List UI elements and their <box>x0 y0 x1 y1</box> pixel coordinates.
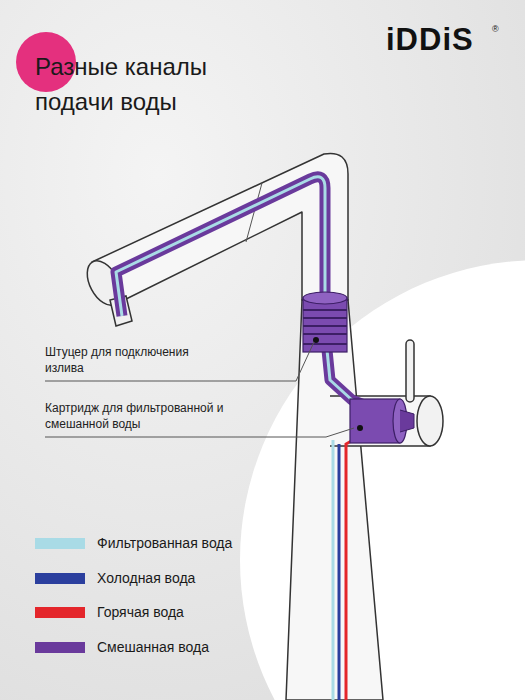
handle-cap <box>417 396 443 446</box>
hot-channel <box>346 436 360 700</box>
fitting-ring <box>303 333 347 335</box>
fitting-rings <box>303 310 347 344</box>
legend-swatch <box>35 573 85 584</box>
fitting <box>303 298 347 352</box>
legend-label: Фильтрованная вода <box>97 535 232 551</box>
legend-swatch <box>35 538 85 549</box>
brand-logo: iDDiS <box>386 22 474 58</box>
fitting-ring <box>303 343 347 345</box>
registered-mark: ® <box>492 24 499 34</box>
legend-label: Горячая вода <box>97 604 184 620</box>
filtered-spout-channel <box>116 177 392 416</box>
faucet-body <box>286 300 383 700</box>
fitting-ring <box>303 325 347 327</box>
legend-label: Смешанная вода <box>97 639 209 655</box>
filtered-channel <box>332 440 335 700</box>
legend-label: Холодная вода <box>97 570 195 586</box>
cartridge-stem <box>400 410 414 432</box>
lever <box>406 340 414 402</box>
callout-label: Штуцер для подключения излива <box>45 344 195 376</box>
handle-body <box>330 396 430 446</box>
fitting-top <box>303 292 347 304</box>
cartridge-dot <box>357 425 363 431</box>
legend-swatch <box>35 607 85 618</box>
fitting-ring <box>303 317 347 319</box>
callout-label: Картридж для фильтрованной и смешанной в… <box>45 400 230 432</box>
cold-channel <box>338 444 341 700</box>
fitting-ring <box>303 309 347 311</box>
mixed-channel <box>116 177 392 416</box>
sink-bowl <box>240 260 525 700</box>
title: Разные каналы подачи воды <box>35 50 265 120</box>
legend-swatch <box>35 642 85 653</box>
leader-line <box>45 342 314 381</box>
